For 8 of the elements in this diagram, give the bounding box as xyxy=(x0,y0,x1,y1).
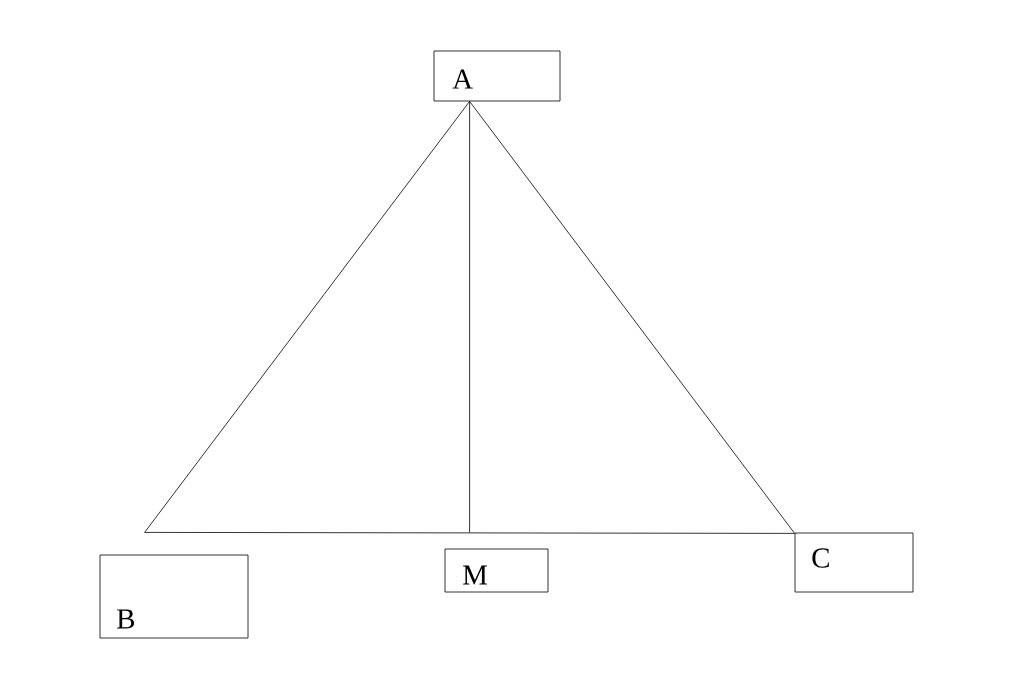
label-box: M xyxy=(444,548,549,593)
line xyxy=(144,101,470,533)
line xyxy=(469,101,795,534)
label-box: B xyxy=(99,554,249,639)
line xyxy=(469,101,470,533)
label-box: C xyxy=(794,532,914,593)
line xyxy=(144,532,795,534)
label-box: A xyxy=(433,50,561,102)
